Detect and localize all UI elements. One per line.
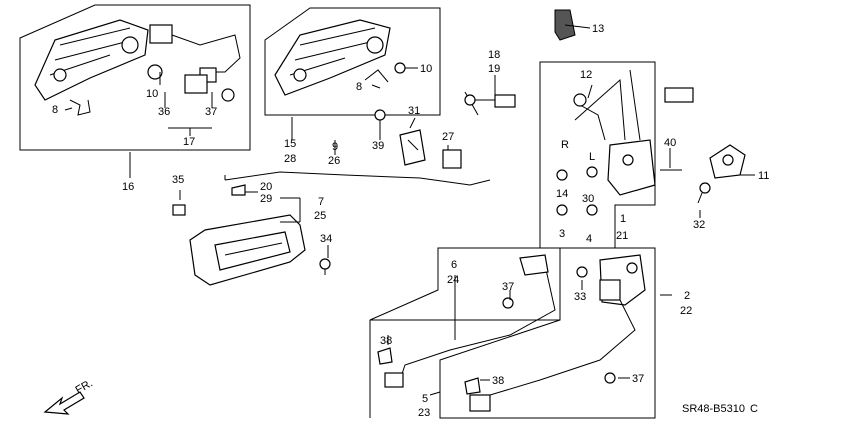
callout-32: 32 <box>693 219 705 231</box>
group-box-15-28 <box>264 7 441 116</box>
callout-25: 25 <box>314 210 326 222</box>
screw-39 <box>374 109 386 135</box>
callout-6: 6 <box>451 259 457 271</box>
callout-22: 22 <box>680 305 692 317</box>
callout-13: 13 <box>592 23 604 35</box>
callout-1: 1 <box>620 213 626 225</box>
callout-10b: 10 <box>420 63 432 75</box>
callout-30: 30 <box>582 193 594 205</box>
group-box-6-24 <box>369 247 561 418</box>
callout-39: 39 <box>372 140 384 152</box>
group-box-2-22 <box>439 247 656 419</box>
callout-40: 40 <box>664 137 676 149</box>
callout-33: 33 <box>574 291 586 303</box>
handle-rod-clip <box>149 24 241 83</box>
front-direction-arrow: FR. <box>43 377 95 415</box>
diagram-revision: C <box>750 403 758 415</box>
callout-31: 31 <box>408 105 420 117</box>
rod-9-26 <box>224 171 491 186</box>
clip-35 <box>172 204 186 216</box>
front-direction-label: FR. <box>74 377 95 396</box>
callout-36: 36 <box>158 106 170 118</box>
callout-11: 11 <box>758 170 769 182</box>
door-lock-actuator <box>599 254 646 306</box>
clips-37-38 <box>377 266 616 395</box>
screw-34 <box>319 258 331 275</box>
leader-lines <box>64 24 755 396</box>
grommet-27 <box>442 149 462 169</box>
callout-38a: 38 <box>380 335 392 347</box>
callout-23: 23 <box>418 407 430 419</box>
callout-19: 19 <box>488 63 500 75</box>
callout-21: 21 <box>616 230 628 242</box>
callout-28: 28 <box>284 153 296 165</box>
callout-37b: 37 <box>502 281 514 293</box>
inner-door-handle <box>189 214 306 286</box>
callout-10a: 10 <box>146 88 158 100</box>
callout-5: 5 <box>422 393 428 405</box>
callout-R: R <box>561 139 569 151</box>
callout-L: L <box>589 151 595 163</box>
callout-16: 16 <box>122 181 134 193</box>
striker <box>709 144 746 179</box>
outer-door-handle-front <box>34 19 149 101</box>
callout-14: 14 <box>556 188 568 200</box>
callout-38b: 38 <box>492 375 504 387</box>
callout-4: 4 <box>586 233 592 245</box>
actuator-cable-5-23 <box>469 299 636 412</box>
callout-35: 35 <box>172 174 184 186</box>
door-latch <box>573 69 656 196</box>
callout-26: 26 <box>328 155 340 167</box>
callout-12: 12 <box>580 69 592 81</box>
lock-bushings <box>556 87 694 216</box>
callout-20: 20 <box>260 181 272 193</box>
callout-34: 34 <box>320 233 332 245</box>
callout-27: 27 <box>442 131 454 143</box>
callout-37c: 37 <box>632 373 644 385</box>
callout-15: 15 <box>284 138 296 150</box>
callout-8a: 8 <box>52 104 58 116</box>
group-box-16 <box>19 4 251 151</box>
outer-door-handle-rear <box>274 19 406 96</box>
callout-29: 29 <box>260 193 272 205</box>
lock-switch <box>399 129 426 166</box>
callout-8b: 8 <box>356 81 362 93</box>
screws-40-32 <box>660 169 711 204</box>
callout-7: 7 <box>318 196 324 208</box>
callout-37a: 37 <box>205 106 217 118</box>
callout-3: 3 <box>559 228 565 240</box>
diagram-code: SR48-B5310 <box>682 403 745 415</box>
callout-18: 18 <box>488 49 500 61</box>
callout-17: 17 <box>183 136 195 148</box>
callout-2: 2 <box>684 290 690 302</box>
clip-20-29 <box>231 184 246 196</box>
callout-9: 9 <box>332 141 338 153</box>
key-cylinder <box>464 91 516 116</box>
actuator-cable-6-24 <box>384 254 556 388</box>
front-handle-bushings <box>69 64 235 116</box>
callout-24: 24 <box>447 274 459 286</box>
